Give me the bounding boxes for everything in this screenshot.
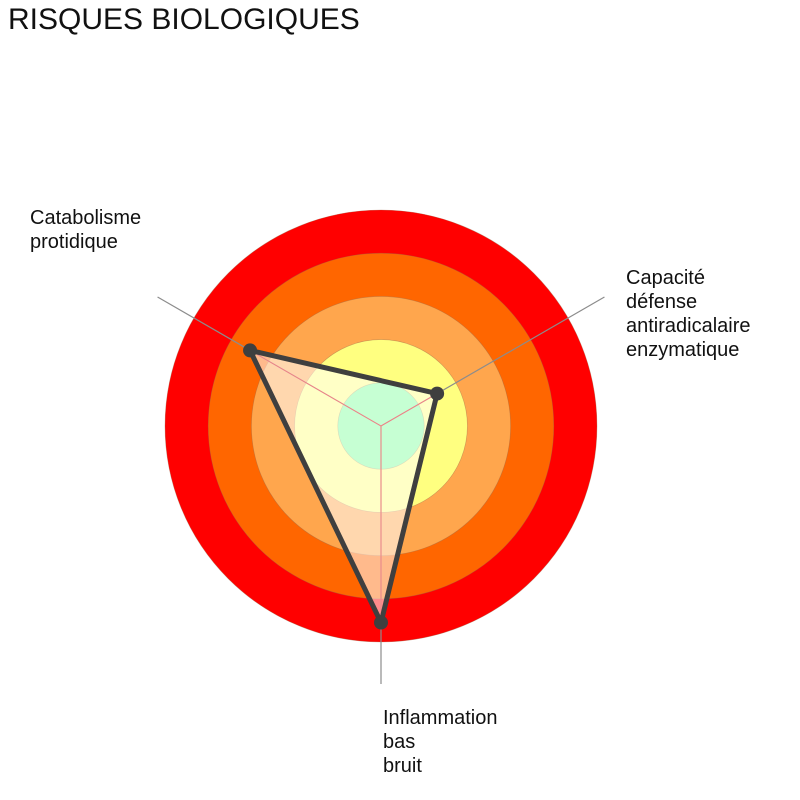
axis-label-line: bas — [383, 731, 416, 753]
data-polygon-outline — [247, 347, 440, 626]
axis-label-line: bruit — [383, 755, 422, 777]
axis-label-line: enzymatique — [626, 339, 740, 361]
data-polygon — [247, 347, 440, 626]
axis-label-line: Catabolisme — [30, 207, 142, 229]
data-point-marker — [243, 343, 258, 358]
data-point-marker — [430, 386, 445, 401]
axis-label-line: Inflammation — [383, 707, 498, 729]
data-polygon-fill — [250, 350, 438, 623]
axis-label-inflammation: Inflammation bas bruit — [383, 706, 498, 778]
axis-label-capacite-defense: Capacité défense antiradicalaire enzymat… — [626, 266, 751, 362]
data-point-marker — [374, 615, 388, 630]
data-points — [243, 343, 445, 630]
axis-label-line: protidique — [30, 231, 118, 253]
axis-label-line: antiradicalaire — [626, 315, 751, 337]
chart-title: RISQUES BIOLOGIQUES — [8, 3, 360, 36]
axis-label-line: Capacité — [626, 267, 705, 289]
inner-axis-line — [249, 349, 382, 427]
axis-label-catabolisme: Catabolisme protidique — [30, 206, 141, 254]
axis-label-line: défense — [626, 291, 698, 313]
inner-axis-line — [380, 393, 438, 427]
